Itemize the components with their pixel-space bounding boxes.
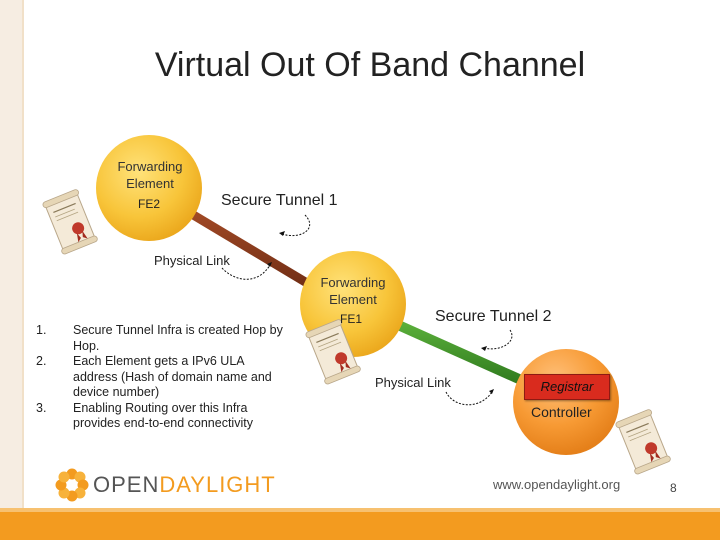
physical-link-1-label: Physical Link bbox=[154, 253, 230, 268]
secure-tunnel-1-label: Secure Tunnel 1 bbox=[221, 192, 338, 209]
physical1-callout-arrow bbox=[221, 264, 271, 280]
list-item: 3. Enabling Routing over this Infra prov… bbox=[36, 401, 286, 432]
physical-link-2-label: Physical Link bbox=[375, 375, 451, 390]
list-item-number: 2. bbox=[36, 354, 47, 368]
steps-list: 1. Secure Tunnel Infra is created Hop by… bbox=[36, 323, 286, 432]
list-item-number: 1. bbox=[36, 323, 47, 337]
opendaylight-logo-icon bbox=[55, 468, 89, 502]
list-item: 1. Secure Tunnel Infra is created Hop by… bbox=[36, 323, 286, 354]
left-decor-bar bbox=[0, 0, 22, 540]
fe1-label: Forwarding Element bbox=[320, 275, 386, 307]
bottom-accent-line bbox=[0, 508, 720, 512]
controller-node bbox=[513, 349, 619, 455]
secure-tunnel-2-link bbox=[393, 319, 533, 389]
certificate-icon bbox=[42, 189, 98, 255]
fe2-label: Forwarding Element bbox=[117, 159, 183, 191]
slide-title: Virtual Out Of Band Channel bbox=[154, 46, 586, 84]
controller-label: Controller bbox=[531, 404, 592, 420]
list-item-text: Each Element gets a IPv6 ULA address (Ha… bbox=[73, 354, 272, 399]
tunnel1-callout-arrow bbox=[281, 214, 311, 236]
bottom-accent-bar bbox=[0, 512, 720, 540]
fe2-node bbox=[96, 135, 202, 241]
list-item-text: Enabling Routing over this Infra provide… bbox=[73, 400, 253, 431]
list-item-number: 3. bbox=[36, 400, 47, 415]
fe1-id: FE1 bbox=[340, 312, 363, 326]
physical2-callout-arrow bbox=[445, 391, 493, 406]
secure-tunnel-2-label: Secure Tunnel 2 bbox=[435, 308, 552, 325]
page-number: 8 bbox=[670, 481, 677, 495]
fe2-id: FE2 bbox=[138, 197, 161, 211]
left-decor-line bbox=[22, 0, 24, 540]
registrar-badge: Registrar bbox=[524, 374, 610, 400]
certificate-icon bbox=[305, 319, 361, 385]
secure-tunnel-1-link bbox=[182, 206, 325, 296]
certificate-icon bbox=[615, 409, 671, 475]
list-item: 2. Each Element gets a IPv6 ULA address … bbox=[36, 354, 286, 401]
tunnel2-callout-arrow bbox=[483, 329, 513, 350]
list-item-text: Secure Tunnel Infra is created Hop by Ho… bbox=[73, 323, 283, 353]
website-url: www.opendaylight.org bbox=[493, 477, 621, 492]
opendaylight-logo-text: OPENDAYLIGHT bbox=[93, 472, 276, 497]
